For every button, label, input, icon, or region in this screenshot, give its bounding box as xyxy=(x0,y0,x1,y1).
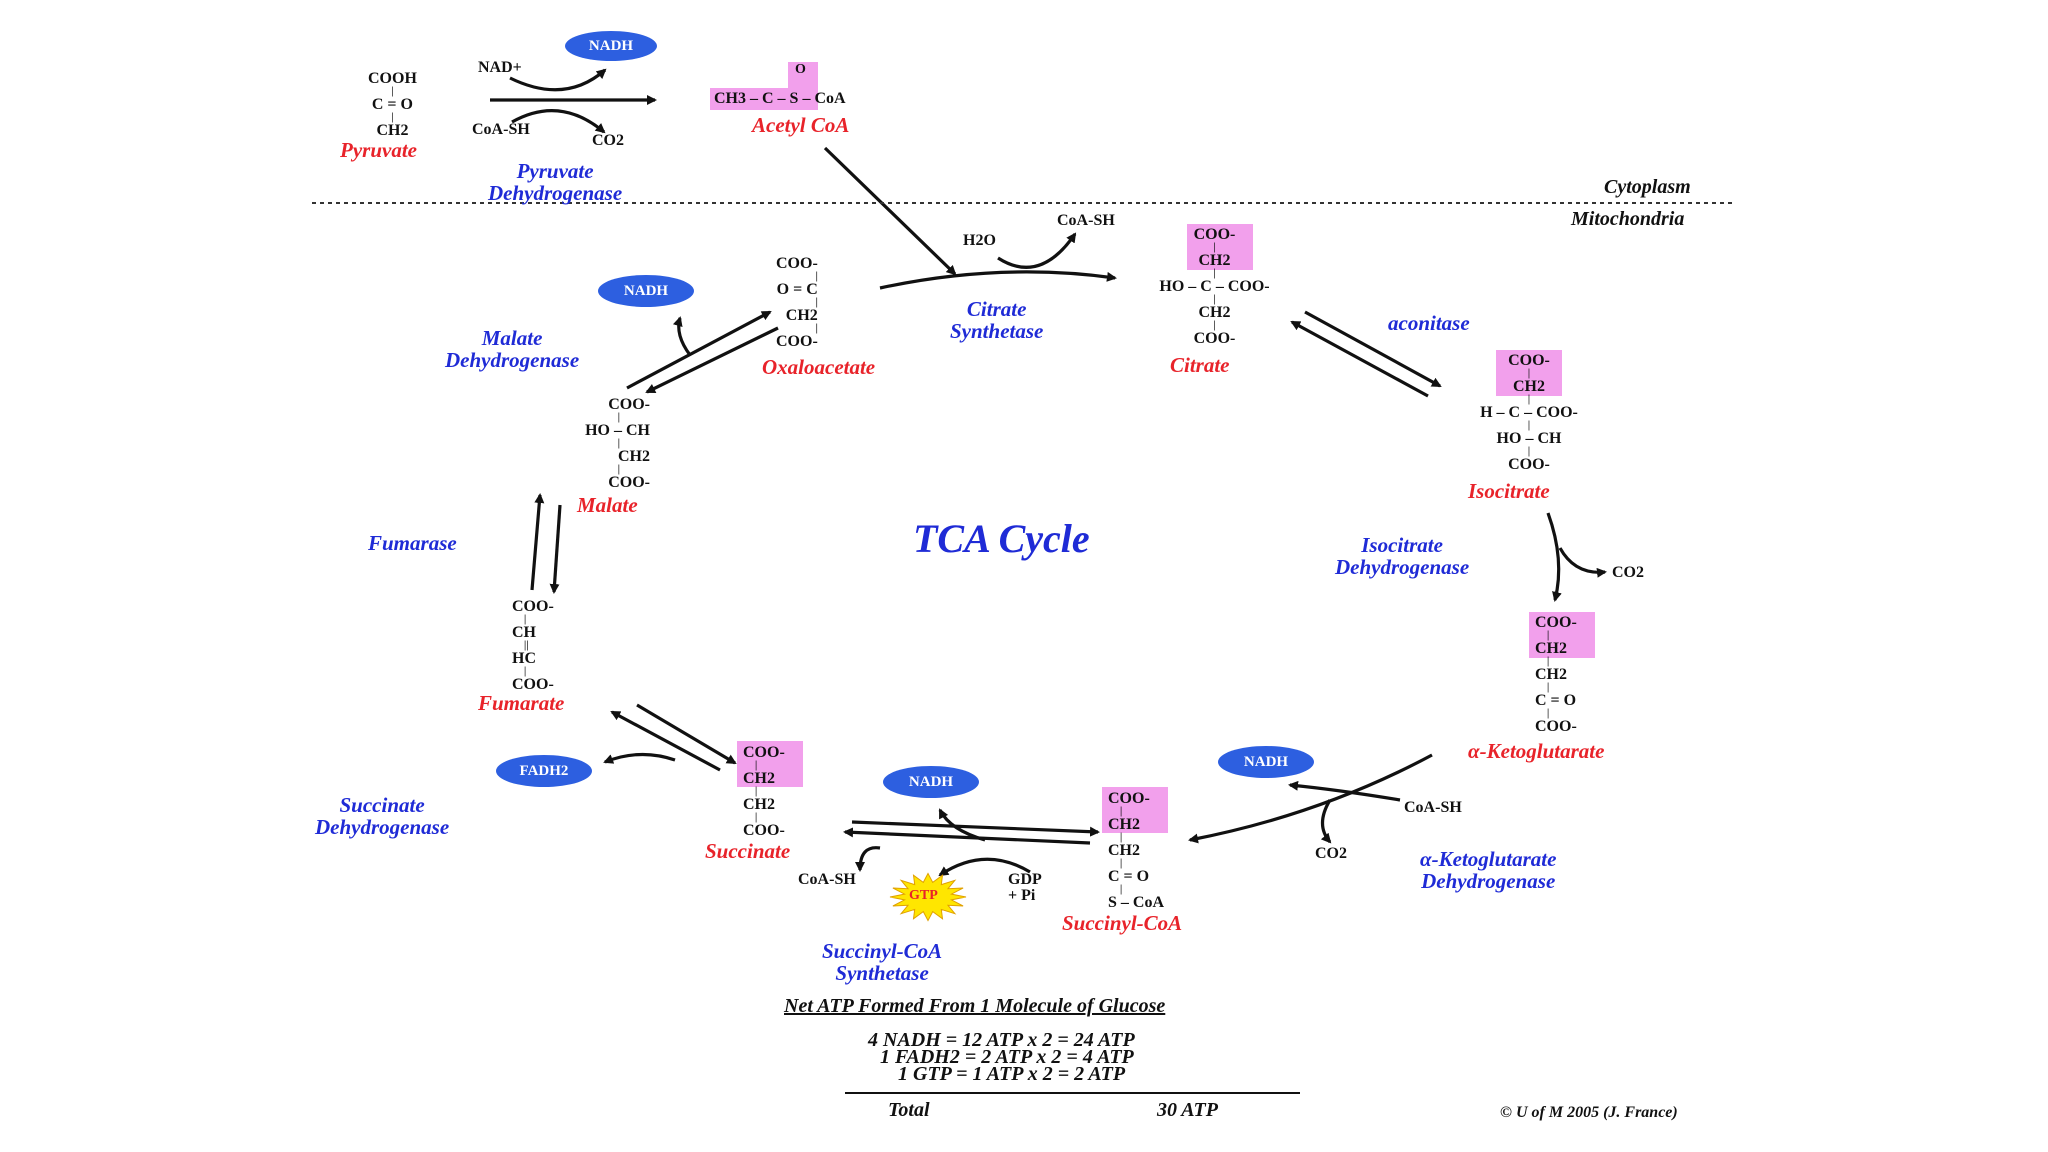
succinylcoa-label: Succinyl-CoA xyxy=(1062,911,1183,935)
arrow-co2-release-2 xyxy=(1320,799,1332,844)
fumarase-label: Fumarase xyxy=(368,531,457,555)
arrow-oaa-malate xyxy=(645,326,779,394)
arrow-akg-succinylcoa xyxy=(1188,753,1433,844)
arrow-oaa-citrate xyxy=(879,270,1117,290)
succinate-label: Succinate xyxy=(705,839,791,863)
isocitrate-dehydrogenase-label: Isocitrate Dehydrogenase xyxy=(1335,533,1470,580)
arrow-to-nadh-malate xyxy=(672,316,692,356)
arrow-to-coash xyxy=(855,846,881,872)
coash-label-akgdh: CoA-SH xyxy=(1404,799,1462,816)
arrow-to-nadh-succ xyxy=(938,808,986,842)
oxaloacetate-structure: COO- | O = C | CH2 | COO- xyxy=(776,255,818,350)
arrow-malate-fumarate xyxy=(549,504,562,594)
nad-plus-label: NAD+ xyxy=(478,59,522,76)
arrow-fumarate-succinate xyxy=(636,703,737,765)
fadh2-oval: FADH2 xyxy=(496,755,592,787)
arrow-gdp-to-gtp xyxy=(938,857,1031,877)
oxaloacetate-label: Oxaloacetate xyxy=(762,355,876,379)
aconitase-label: aconitase xyxy=(1388,311,1470,335)
succinate-highlight xyxy=(737,741,803,787)
akg-label: α-Ketoglutarate xyxy=(1468,739,1605,763)
cycle-title: TCA Cycle xyxy=(913,516,1090,561)
coash-label-cs: CoA-SH xyxy=(1057,212,1115,229)
citrate-structure: COO- | CH2 | HO – C – COO- | CH2 | COO- xyxy=(1159,226,1270,347)
gtp-star-shape xyxy=(889,872,967,922)
arrow-succinate-succinylcoa xyxy=(851,820,1100,837)
arrow-to-fadh2 xyxy=(603,752,676,764)
arrow-succinylcoa-succinate xyxy=(843,827,1091,845)
nadh-oval-akgdh: NADH xyxy=(1218,746,1314,778)
citrate-highlight xyxy=(1187,224,1253,270)
arrow-isocitrate-akg xyxy=(1546,512,1562,602)
nadh-oval-scs: NADH xyxy=(883,766,979,798)
arrow-coash-to-co2 xyxy=(511,109,606,134)
acetyl-highlight xyxy=(710,88,818,110)
succinate-dehydrogenase-label: Succinate Dehydrogenase xyxy=(315,793,450,840)
akg-dehydrogenase-label: α-Ketoglutarate Dehydrogenase xyxy=(1420,847,1557,894)
acetyl-coa-label: Acetyl CoA xyxy=(752,113,850,137)
citrate-synthetase-label: Citrate Synthetase xyxy=(950,297,1044,344)
arrow-acetylcoa-down xyxy=(823,146,957,276)
cytoplasm-label: Cytoplasm xyxy=(1604,176,1691,198)
isocitrate-structure: COO- | CH2 | H – C – COO- | HO – CH | CO… xyxy=(1480,352,1578,473)
summary-line-nadh: 4 NADH = 12 ATP x 2 = 24 ATP xyxy=(868,1029,1135,1051)
arrow-coash-to-nadh-akg xyxy=(1288,780,1401,802)
acetyl-coa-structure: CH3 – C – S – CoA xyxy=(714,90,846,107)
arrow-co2-release-1 xyxy=(1558,547,1607,578)
arrow-malate-oaa xyxy=(626,310,772,390)
fumarate-label: Fumarate xyxy=(478,691,565,715)
malate-dehydrogenase-label: Malate Dehydrogenase xyxy=(445,326,580,373)
succinylcoa-synthetase-label: Succinyl-CoA Synthetase xyxy=(822,939,943,986)
nadh-oval-mdh: NADH xyxy=(598,275,694,307)
summary-total-value: 30 ATP xyxy=(1157,1099,1218,1121)
pyruvate-label: Pyruvate xyxy=(340,138,417,162)
summary-line-fadh2: 1 FADH2 = 2 ATP x 2 = 4 ATP xyxy=(880,1046,1134,1068)
copyright-notice: © U of M 2005 (J. France) xyxy=(1500,1104,1678,1121)
co2-label-idh: CO2 xyxy=(1612,564,1644,581)
summary-total-label: Total xyxy=(888,1099,930,1121)
arrow-isocitrate-citrate xyxy=(1290,320,1429,398)
succinate-structure: COO- | CH2 | CH2 | COO- xyxy=(743,744,785,839)
isocitrate-highlight xyxy=(1496,350,1562,396)
succinylcoa-highlight xyxy=(1102,787,1168,833)
malate-label: Malate xyxy=(577,493,638,517)
mitochondria-label: Mitochondria xyxy=(1571,208,1685,230)
pyruvate-dehydrogenase-label: Pyruvate Dehydrogenase xyxy=(488,159,623,206)
gtp-star-label: GTP xyxy=(909,888,938,903)
gdp-pi-label: GDP + Pi xyxy=(1008,871,1042,904)
isocitrate-label: Isocitrate xyxy=(1468,479,1550,503)
succinylcoa-structure: COO- | CH2 | CH2 | C = O | S – CoA xyxy=(1108,790,1165,911)
malate-structure: COO- | HO – CH | CH2 | COO- xyxy=(585,396,650,491)
acetyl-coa-carbonyl: O xyxy=(795,62,806,77)
coash-label-scs: CoA-SH xyxy=(798,871,856,888)
akg-highlight xyxy=(1529,612,1595,658)
h2o-label: H2O xyxy=(963,232,996,249)
co2-label-pdh: CO2 xyxy=(592,132,624,149)
summary-line-gtp: 1 GTP = 1 ATP x 2 = 2 ATP xyxy=(898,1063,1126,1085)
arrow-nad-to-nadh xyxy=(509,68,607,92)
coash-label-pdh: CoA-SH xyxy=(472,121,530,138)
citrate-label: Citrate xyxy=(1170,353,1230,377)
arrow-succinate-fumarate xyxy=(610,710,721,772)
acetyl-highlight-top xyxy=(788,62,818,90)
fumarate-structure: COO- | CH || HC | COO- xyxy=(512,598,554,693)
pyruvate-structure: COOH | C = O | CH2 xyxy=(368,70,417,139)
arrow-h2o-coash xyxy=(997,232,1077,269)
akg-structure: COO- | CH2 | CH2 | C = O | COO- xyxy=(1535,614,1577,735)
arrow-fumarate-malate xyxy=(530,493,545,591)
arrow-citrate-isocitrate xyxy=(1304,310,1442,388)
summary-heading: Net ATP Formed From 1 Molecule of Glucos… xyxy=(784,995,1166,1017)
nadh-oval-pdh: NADH xyxy=(565,31,657,61)
co2-label-akgdh: CO2 xyxy=(1315,845,1347,862)
